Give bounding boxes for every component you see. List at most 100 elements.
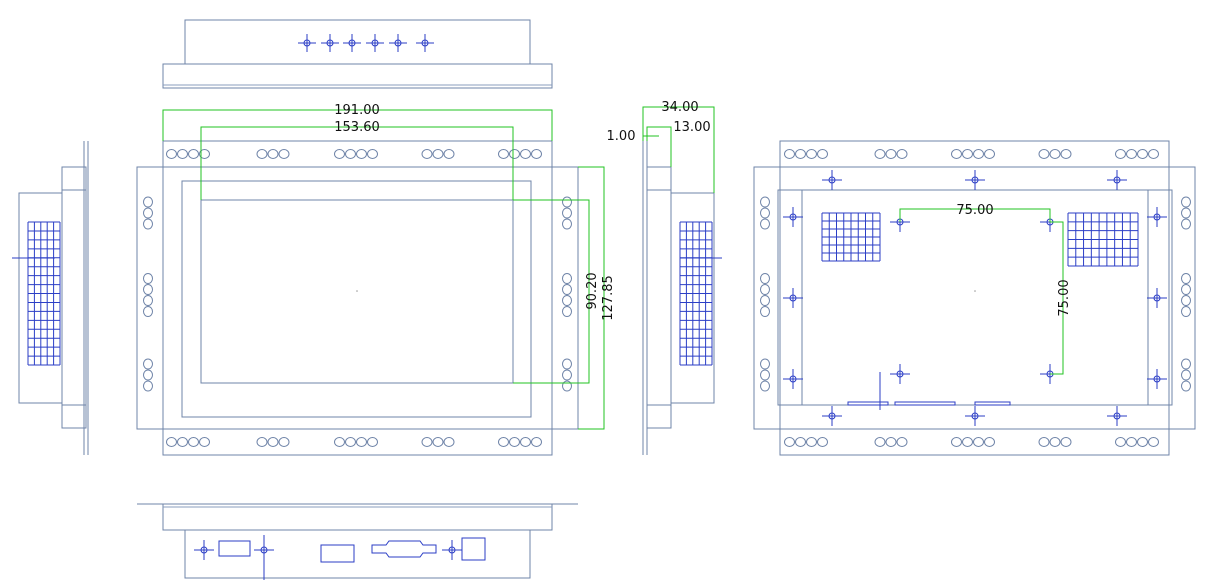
mounting-slot: [760, 273, 770, 284]
dim-depth: 34.00: [661, 100, 698, 115]
screw-hole-icon: [416, 34, 434, 52]
front-bezel: [181, 180, 532, 418]
dim-hole-spacing-x: 75.00: [956, 203, 993, 218]
mounting-slot: [334, 437, 345, 447]
screw-hole-icon: [1147, 369, 1167, 389]
mounting-slot: [1181, 207, 1191, 219]
dim-overall-height: 127.85: [601, 275, 616, 321]
cross-ring: [200, 546, 208, 554]
mounting-slot: [760, 295, 770, 306]
cross-ring: [371, 39, 379, 47]
mounting-slot: [531, 437, 542, 447]
mounting-slot: [509, 149, 520, 159]
front-frame-vertical: [162, 140, 553, 456]
mounting-slot: [795, 437, 806, 447]
dim-view-height: 90.20: [585, 272, 600, 309]
cross-ring: [828, 412, 836, 420]
screw-hole-icon: [389, 34, 407, 52]
mounting-slot: [760, 207, 770, 219]
mounting-slot: [760, 218, 770, 230]
mounting-slot: [1038, 149, 1050, 159]
mounting-slot: [951, 437, 962, 447]
rear-screw-holes: [783, 170, 1167, 426]
mounting-slot: [562, 273, 572, 284]
mounting-slot: [1148, 437, 1159, 447]
mounting-slot: [973, 437, 984, 447]
mounting-slot: [874, 437, 886, 447]
mounting-slot: [143, 358, 153, 370]
mounting-slot: [498, 437, 509, 447]
mounting-slot: [188, 437, 199, 447]
cross-ring: [971, 176, 979, 184]
mounting-slot: [562, 207, 572, 219]
mounting-slot: [509, 437, 520, 447]
mounting-slot: [962, 149, 973, 159]
mounting-slot: [760, 196, 770, 208]
cross-ring: [448, 546, 456, 554]
mounting-slot: [1181, 295, 1191, 306]
cross-ring: [1113, 176, 1121, 184]
dim-hole-spacing-y: 75.00: [1057, 279, 1072, 316]
mounting-slot: [1115, 437, 1126, 447]
cross-ring: [828, 176, 836, 184]
dim-glass: 1.00: [607, 129, 636, 144]
cross-ring: [971, 412, 979, 420]
mounting-slot: [760, 306, 770, 317]
mounting-slot: [896, 437, 908, 447]
mounting-slot: [984, 149, 995, 159]
mounting-slot: [962, 437, 973, 447]
mounting-slot: [1126, 437, 1137, 447]
mounting-slot: [267, 437, 279, 447]
mounting-slot: [562, 196, 572, 208]
mounting-slot: [817, 437, 828, 447]
rear-mounting-slots: [760, 149, 1191, 447]
screw-hole-icon: [298, 34, 316, 52]
screw-hole-icon: [1107, 170, 1127, 190]
mounting-slot: [443, 437, 455, 447]
mounting-slot: [345, 149, 356, 159]
mounting-slot: [784, 437, 795, 447]
dim-overall-width: 191.00: [334, 103, 380, 118]
mounting-slot: [817, 149, 828, 159]
rear-view: [753, 140, 1196, 456]
cross-ring: [348, 39, 356, 47]
mounting-slot: [143, 284, 153, 295]
mounting-slot: [367, 437, 378, 447]
rear-dimensions: 75.00 75.00: [899, 203, 1072, 375]
cross-ring: [1113, 412, 1121, 420]
mounting-slot: [1181, 284, 1191, 295]
mounting-slot: [562, 380, 572, 392]
mounting-slot: [356, 437, 367, 447]
mounting-slot: [356, 149, 367, 159]
mounting-slot: [199, 149, 210, 159]
mounting-slot: [421, 149, 433, 159]
mounting-slot: [267, 149, 279, 159]
mounting-slot: [896, 149, 908, 159]
screw-hole-icon: [890, 364, 910, 384]
mounting-slot: [278, 437, 290, 447]
mounting-slot: [177, 149, 188, 159]
mounting-slot: [166, 437, 177, 447]
cross-ring: [789, 294, 797, 302]
mounting-slot: [562, 218, 572, 230]
mounting-slot: [531, 149, 542, 159]
screw-hole-icon: [783, 207, 803, 227]
mounting-slot: [166, 149, 177, 159]
mounting-slot: [334, 149, 345, 159]
right-side-view: [642, 141, 722, 455]
screw-hole-icon: [822, 406, 842, 426]
mounting-slot: [367, 149, 378, 159]
mounting-slot: [562, 295, 572, 306]
mounting-slot: [1049, 437, 1061, 447]
bottom-connectors: [194, 540, 462, 560]
screw-hole-icon: [783, 288, 803, 308]
rear-vent-grids: [821, 212, 1139, 267]
mounting-slot: [784, 149, 795, 159]
mounting-slot: [143, 273, 153, 284]
front-dimensions: 191.00 153.60 90.20 127.85: [162, 103, 616, 430]
mounting-slot: [806, 149, 817, 159]
mounting-slot: [1181, 369, 1191, 381]
mounting-slot: [143, 196, 153, 208]
screw-hole-icon: [783, 369, 803, 389]
